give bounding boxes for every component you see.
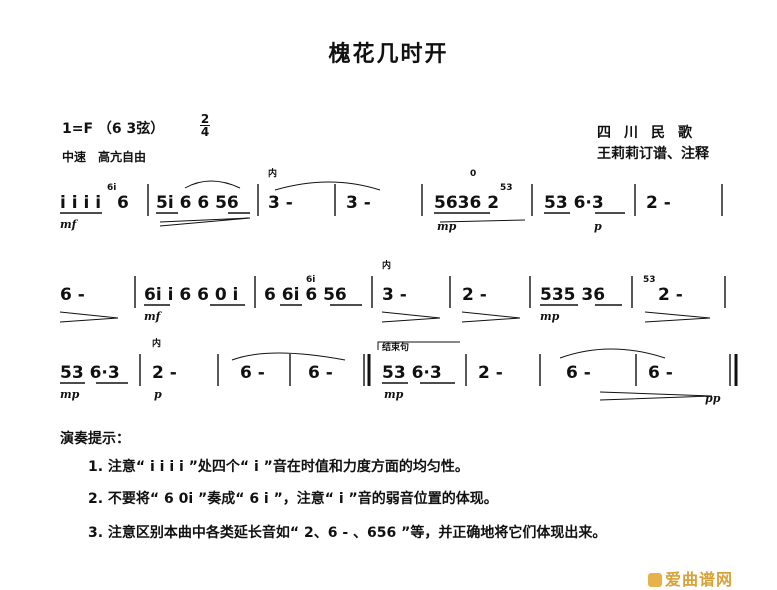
music-note-icon [648,573,662,587]
meter-bottom: 4 [200,125,210,139]
note-group: 6 - [240,363,265,383]
tempo-marking: 中速 高亢自由 [62,150,147,164]
dynamic-mark: mp [384,388,404,401]
note-group: 6 [117,193,129,213]
grace-note: 6i [306,275,315,285]
score-row-1: i i i i 6i 6 mf 5i 6 6 56 内 3 - 3 - 5636… [60,167,723,233]
note-group: 535 36 [540,285,605,305]
note-group: 6 - [566,363,591,383]
fingering-mark: 内 [152,337,161,349]
score-row-3: 53 6·3 mp 内 2 - p 6 - 6 - 结束句 53 6·3 mp … [60,337,738,405]
note-group: 5i 6 6 56 [156,193,239,213]
note-group: 2 - [152,363,177,383]
tie [231,352,346,361]
note-group: 6 6i 6 56 [264,285,347,305]
note-group: 2 - [462,285,487,305]
genre-label: 四川民歌 [597,125,705,141]
performance-tips-label: 演奏提示： [60,431,130,447]
dim-hairpin [644,311,711,323]
dim-hairpin [381,311,441,323]
tip-2: 2. 不要将“ 6 0i ”奏成“ 6 i ”，注意“ i ”音的弱音位置的体现… [88,491,498,507]
dynamic-mark: p [594,220,602,233]
dynamic-mark: mp [540,310,560,323]
note-group: 6 - [308,363,333,383]
grace-note: 53 [500,183,513,193]
note-group: 2 - [646,193,671,213]
note-group: 2 - [658,285,683,305]
dynamic-mark: mf [144,310,163,323]
page-title: 槐花几时开 [328,42,449,67]
slur [184,180,241,189]
dynamic-mark: mf [60,218,79,231]
dim-hairpin [461,311,521,323]
note-group: 53 6·3 [544,193,604,213]
note-group: 6 - [60,285,85,305]
crescendo-hairpin [159,217,251,227]
dim-hairpin [599,391,713,401]
watermark-text: 爱曲谱网 [665,570,734,589]
meter-divider [200,125,210,126]
key-signature: 1=F （6 3弦） [62,121,165,137]
note-group: 6i i 6 6 0 i [144,285,238,305]
arranger-credit: 王莉莉订谱、注释 [597,146,709,162]
dim-hairpin [439,219,526,223]
tip-1: 1. 注意“ i i i i ”处四个“ i ”音在时值和力度方面的均匀性。 [88,459,469,475]
tie [559,348,666,359]
note-group: 5636 2 [434,193,499,213]
fingering-mark: 0 [470,169,476,179]
site-watermark: 爱曲谱网 [648,566,733,590]
note-group: 53 6·3 [382,363,442,383]
dim-hairpin [59,311,119,323]
note-group: 3 - [268,193,293,213]
tip-3: 3. 注意区别本曲中各类延长音如“ 2、6 - 、656 ”等，并正确地将它们体… [88,525,607,541]
dynamic-mark: pp [705,392,721,405]
note-group: 2 - [478,363,503,383]
grace-note: 53 [643,275,656,285]
ending-label: 结束句 [382,341,409,353]
fingering-mark: 内 [268,167,277,179]
grace-note: 6i [107,183,116,193]
fingering-mark: 内 [382,259,391,271]
time-signature: 2 4 [200,113,210,138]
meter-top: 2 [200,112,210,126]
tie [274,181,381,191]
note-group: 3 - [382,285,407,305]
dynamic-mark: mp [437,220,457,233]
note-group: i i i i [60,193,101,213]
dynamic-mark: p [154,388,162,401]
note-group: 6 - [648,363,673,383]
ending-bracket [377,341,460,350]
note-group: 3 - [346,193,371,213]
note-group: 53 6·3 [60,363,120,383]
score-notation: i i i i 6i 6 mf 5i 6 6 56 内 3 - 3 - 5636… [59,167,738,405]
score-row-2: 6 - 6i i 6 6 0 i mf 6 6i 6 56 6i 内 3 - 2… [59,259,726,323]
dynamic-mark: mp [60,388,80,401]
